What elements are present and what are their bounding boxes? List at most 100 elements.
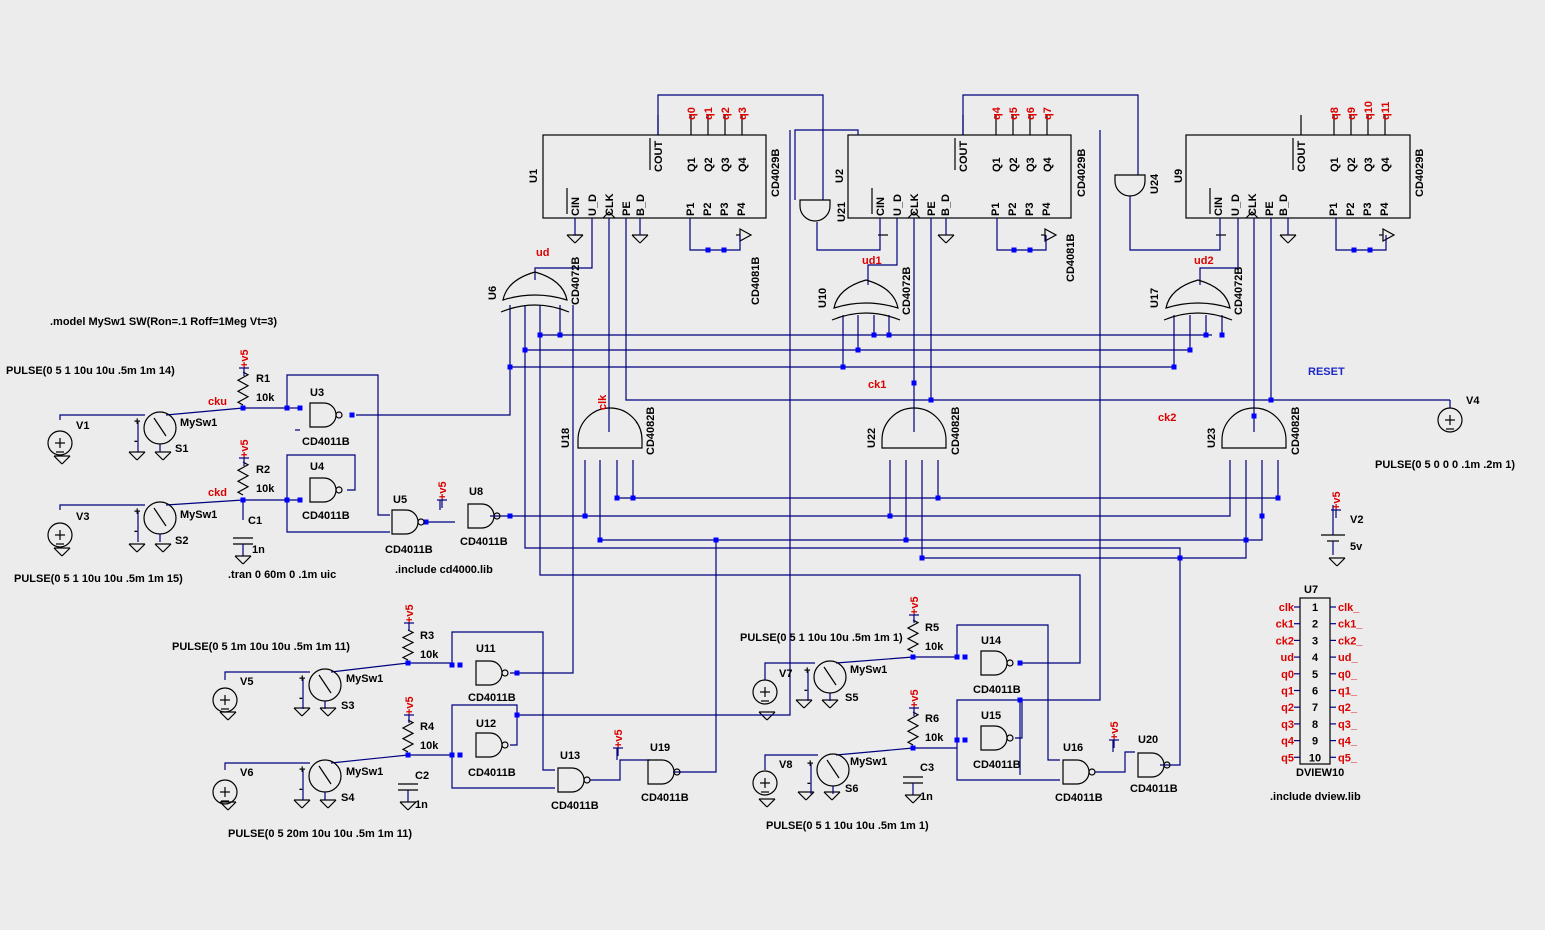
- net-reset: RESET: [1308, 366, 1345, 378]
- u1-out-q1: q1: [703, 107, 715, 120]
- c1-value: 1n: [252, 544, 265, 556]
- svg-text:-: -: [807, 777, 811, 789]
- and2-u21: [799, 199, 831, 222]
- u9-out-q11: q11: [1380, 102, 1392, 120]
- u1-pin-q2: Q2: [703, 157, 715, 172]
- nand-u20: [1137, 752, 1171, 778]
- resistor-r3: [401, 629, 415, 661]
- u2-pin-cout: COUT: [958, 141, 970, 172]
- u9-pin-p4: P4: [1379, 202, 1391, 216]
- r2-value: 10k: [256, 483, 275, 495]
- net-ud1: ud1: [862, 255, 882, 267]
- resistor-r5: [906, 619, 920, 653]
- u1-pin-p1: P1: [685, 203, 697, 216]
- u12-type: CD4011B: [468, 767, 516, 779]
- u1-pin-p3: P3: [719, 203, 731, 216]
- dview-in-q5: q5: [1281, 752, 1294, 764]
- u6-type: CD4072B: [570, 257, 582, 305]
- s5-label: S5: [845, 692, 858, 704]
- dview-pin-3: 3: [1312, 635, 1318, 647]
- wires: [59, 94, 1451, 789]
- dview-pin-5: 5: [1312, 669, 1318, 681]
- or3-u17: [1163, 279, 1233, 321]
- u2-and-type: CD4081B: [1065, 234, 1077, 282]
- u9-pin-cin: CIN: [1213, 197, 1225, 216]
- u9-pin-ud: U_D: [1230, 194, 1242, 216]
- u2-pin-p3: P3: [1024, 203, 1036, 216]
- u2-pin-q3: Q3: [1025, 157, 1037, 172]
- u9-pin-q2: Q2: [1346, 157, 1358, 172]
- and4-u23: [1221, 407, 1287, 449]
- nand-u14: [980, 650, 1014, 676]
- r2-label: R2: [256, 464, 270, 476]
- u9-pin-q4: Q4: [1380, 156, 1392, 172]
- c3-value: 1n: [920, 791, 933, 803]
- net-ud2: ud2: [1194, 255, 1214, 267]
- cap-c1: [233, 537, 253, 565]
- resistor-r2: [236, 461, 250, 496]
- u9-pin-pe: PE: [1264, 201, 1276, 216]
- u2-out-q7: q7: [1042, 107, 1054, 120]
- dview-in-q4: q4: [1281, 736, 1295, 748]
- dview-out-clk_: clk_: [1338, 602, 1360, 614]
- source-v3: [47, 522, 73, 548]
- u23-type: CD4082B: [1290, 407, 1302, 455]
- v2-value: 5v: [1350, 541, 1363, 553]
- switch-s3: +-: [299, 668, 342, 709]
- s1-model: MySw1: [180, 417, 217, 429]
- switch-s5: +-: [804, 660, 847, 701]
- resistor-r1: [236, 371, 250, 406]
- u20-type: CD4011B: [1130, 783, 1178, 795]
- dview-pin-10: 10: [1309, 752, 1321, 764]
- source-v1: [47, 430, 73, 456]
- svg-text:-: -: [299, 692, 303, 704]
- u9-pin-p3: P3: [1362, 203, 1374, 216]
- s3-label: S3: [341, 700, 354, 712]
- u2-pin-clk: CLK: [909, 193, 921, 216]
- u14-type: CD4011B: [973, 684, 1021, 696]
- u1-pin-clk: CLK: [604, 193, 616, 216]
- u2-pin-p4: P4: [1041, 202, 1053, 216]
- u1-out-q0: q0: [686, 107, 698, 120]
- v8-label: V8: [779, 759, 792, 771]
- v3-pulse: PULSE(0 5 1 10u 10u .5m 1m 15): [14, 573, 183, 585]
- source-v7: [752, 679, 778, 705]
- u1-pin-bd: B_D: [635, 194, 647, 216]
- u15-label: U15: [981, 710, 1001, 722]
- power-label-1: +v5: [239, 349, 251, 368]
- u1-pin-p4: P4: [736, 202, 748, 216]
- u3-type: CD4011B: [302, 436, 350, 448]
- u2-out-q5: q5: [1008, 107, 1020, 120]
- u11-type: CD4011B: [468, 692, 516, 704]
- v7-pulse: PULSE(0 5 1 10u 10u .5m 1m 1): [740, 632, 903, 644]
- v8-pulse: PULSE(0 5 1 10u 10u .5m 1m 1): [766, 820, 929, 832]
- svg-text:-: -: [299, 783, 303, 795]
- dview-out-q4_: q4_: [1338, 736, 1358, 748]
- cap-c3: [903, 776, 923, 804]
- u2-pin-ud: U_D: [892, 194, 904, 216]
- r3-label: R3: [420, 630, 434, 642]
- switch-s4: +-: [299, 759, 342, 800]
- svg-text:-: -: [134, 435, 138, 447]
- or3-u6: [500, 271, 570, 313]
- u12-label: U12: [476, 718, 496, 730]
- u1-pin-cout: COUT: [653, 141, 665, 172]
- u11-label: U11: [476, 643, 496, 655]
- u2-out-q4: q4: [991, 106, 1003, 120]
- u19-label: U19: [650, 742, 670, 754]
- u1-pin-cin: CIN: [570, 197, 582, 216]
- u1-label: U1: [528, 169, 540, 183]
- u2-pin-p1: P1: [990, 203, 1002, 216]
- u9-pin-bd: B_D: [1278, 194, 1290, 216]
- power-label-8: +v5: [909, 689, 921, 708]
- u24-label: U24: [1149, 173, 1161, 194]
- gates: [309, 174, 1287, 793]
- u18-label: U18: [560, 428, 572, 448]
- power-label-9: +v5: [1109, 721, 1121, 740]
- model-directive: .model MySw1 SW(Ron=.1 Roff=1Meg Vt=3): [50, 316, 277, 328]
- u22-type: CD4082B: [950, 407, 962, 455]
- source-v8: [752, 770, 778, 796]
- u9-pin-p2: P2: [1345, 203, 1357, 216]
- r6-label: R6: [925, 713, 939, 725]
